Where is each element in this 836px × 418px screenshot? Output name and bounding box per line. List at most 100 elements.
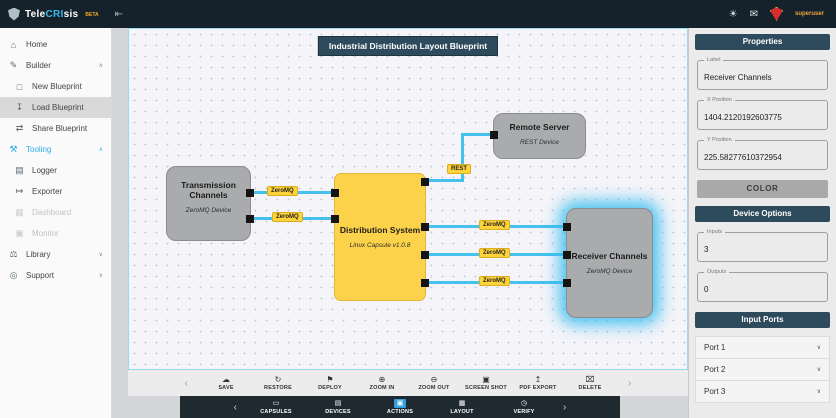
capsules-tab[interactable]: ▭ CAPSULES: [253, 399, 299, 415]
y-position-field[interactable]: Y Position: [697, 137, 828, 170]
link-label-zeromq: ZeroMQ: [479, 248, 510, 258]
sidebar-item-label: Home: [26, 40, 48, 49]
node-subtitle: Linux Capsule v1.0.8: [349, 242, 411, 249]
theme-toggle-icon[interactable]: ☀: [728, 8, 738, 20]
save-button[interactable]: ☁ SAVE: [204, 375, 248, 391]
sidebar: ⌂ Home ✎ Builder ∧ □ New Blueprint ↧ Loa…: [0, 28, 112, 418]
output-port[interactable]: [421, 223, 429, 231]
color-button[interactable]: COLOR: [697, 180, 828, 198]
sidebar-item-dashboard: ▦ Dashboard: [0, 202, 111, 223]
chevron-down-icon: ∨: [816, 345, 821, 351]
input-port[interactable]: [563, 279, 571, 287]
port-2-row[interactable]: Port 2 ∨: [695, 359, 830, 381]
y-position-input[interactable]: [704, 153, 821, 162]
outputs-input[interactable]: [704, 285, 821, 294]
diagram-canvas[interactable]: Industrial Distribution Layout Blueprint…: [128, 28, 688, 370]
devices-label: DEVICES: [325, 409, 351, 415]
layout-label: LAYOUT: [450, 409, 474, 415]
deploy-button[interactable]: ⚑ DEPLOY: [308, 375, 352, 391]
capsules-label: CAPSULES: [260, 409, 292, 415]
blueprint-title: Industrial Distribution Layout Blueprint: [317, 36, 499, 56]
properties-header: Properties: [695, 34, 830, 50]
sidebar-item-support[interactable]: ◎ Support ∨: [0, 265, 111, 286]
actions-icon: ▣: [393, 399, 407, 408]
beta-badge: BETA: [85, 11, 99, 18]
node-transmission-channels[interactable]: Transmission Channels ZeroMQ Device: [166, 166, 254, 241]
sidebar-item-new-blueprint[interactable]: □ New Blueprint: [0, 76, 111, 97]
node-distribution-system[interactable]: Distribution System Linux Capsule v1.0.8: [331, 173, 429, 301]
username-label: superuser: [794, 11, 824, 17]
layout-tab[interactable]: ▦ LAYOUT: [439, 399, 485, 415]
dashboard-icon: ▦: [15, 207, 24, 217]
sidebar-item-exporter[interactable]: ↦ Exporter: [0, 181, 111, 202]
sidebar-item-share-blueprint[interactable]: ⇄ Share Blueprint: [0, 118, 111, 139]
sidebar-item-label: Logger: [32, 166, 57, 175]
label-field[interactable]: Label: [697, 57, 828, 90]
canvas-toolbar: ‹ ☁ SAVE ↻ RESTORE ⚑ DEPLOY ⊕ ZOOM IN ⊖ …: [128, 370, 688, 396]
mode-next-icon[interactable]: ›: [563, 401, 567, 413]
zoom-out-button[interactable]: ⊖ ZOOM OUT: [412, 375, 456, 391]
output-port[interactable]: [246, 189, 254, 197]
mode-toolbar: ‹ ▭ CAPSULES ▤ DEVICES ▣ ACTIONS ▦ LAYOU…: [180, 396, 620, 418]
actions-tab[interactable]: ▣ ACTIONS: [377, 399, 423, 415]
library-icon: ⚖: [9, 249, 18, 259]
sidebar-item-label: Load Blueprint: [32, 103, 84, 112]
pdf-export-button[interactable]: ↥ PDF EXPORT: [516, 375, 560, 391]
link-label-zeromq: ZeroMQ: [479, 276, 510, 286]
x-position-legend: X Position: [704, 97, 735, 104]
output-port[interactable]: [421, 279, 429, 287]
input-port[interactable]: [331, 189, 339, 197]
user-avatar[interactable]: [769, 7, 783, 21]
inputs-field[interactable]: Inputs: [697, 229, 828, 262]
output-port[interactable]: [421, 178, 429, 186]
x-position-input[interactable]: [704, 113, 821, 122]
link-label-rest: REST: [447, 164, 472, 174]
chevron-down-icon: ∨: [816, 389, 821, 395]
input-port[interactable]: [563, 251, 571, 259]
verify-tab[interactable]: ◷ VERIFY: [501, 399, 547, 415]
layout-icon: ▦: [458, 400, 466, 407]
screenshot-button[interactable]: ▣ SCREEN SHOT: [464, 375, 508, 391]
collapse-sidebar-icon[interactable]: ⇤: [114, 8, 124, 20]
toolbar-prev-icon[interactable]: ‹: [184, 377, 188, 389]
mail-icon[interactable]: ✉: [749, 8, 758, 20]
load-blueprint-icon: ↧: [15, 102, 24, 112]
delete-button[interactable]: ⌧ DELETE: [568, 375, 612, 391]
inputs-legend: Inputs: [704, 229, 725, 236]
port-3-row[interactable]: Port 3 ∨: [695, 381, 830, 403]
inputs-input[interactable]: [704, 245, 821, 254]
support-icon: ◎: [9, 270, 18, 280]
devices-icon: ▤: [334, 400, 342, 407]
sidebar-item-builder[interactable]: ✎ Builder ∧: [0, 55, 111, 76]
zoom-out-label: ZOOM OUT: [418, 385, 450, 391]
output-port[interactable]: [246, 215, 254, 223]
outputs-field[interactable]: Outputs: [697, 269, 828, 302]
input-port[interactable]: [331, 215, 339, 223]
node-remote-server[interactable]: Remote Server REST Device: [490, 113, 586, 159]
properties-panel: Properties Label X Position Y Position C…: [688, 28, 836, 418]
sidebar-item-library[interactable]: ⚖ Library ∨: [0, 244, 111, 265]
label-input[interactable]: [704, 73, 821, 82]
save-label: SAVE: [218, 385, 234, 391]
toolbar-next-icon[interactable]: ›: [628, 377, 632, 389]
port-1-row[interactable]: Port 1 ∨: [695, 336, 830, 359]
screenshot-label: SCREEN SHOT: [465, 385, 507, 391]
devices-tab[interactable]: ▤ DEVICES: [315, 399, 361, 415]
output-port[interactable]: [421, 251, 429, 259]
sidebar-item-label: Monitor: [32, 229, 59, 238]
zoom-in-button[interactable]: ⊕ ZOOM IN: [360, 375, 404, 391]
restore-button[interactable]: ↻ RESTORE: [256, 375, 300, 391]
x-position-field[interactable]: X Position: [697, 97, 828, 130]
sidebar-item-home[interactable]: ⌂ Home: [0, 34, 111, 55]
sidebar-item-label: New Blueprint: [32, 82, 82, 91]
sidebar-item-logger[interactable]: ▤ Logger: [0, 160, 111, 181]
share-blueprint-icon: ⇄: [15, 123, 24, 133]
mode-prev-icon[interactable]: ‹: [233, 401, 237, 413]
sidebar-item-tooling[interactable]: ⚒ Tooling ∧: [0, 139, 111, 160]
node-receiver-channels[interactable]: Receiver Channels ZeroMQ Device: [563, 208, 653, 318]
input-port[interactable]: [563, 223, 571, 231]
brand-sis: sis: [63, 8, 79, 20]
input-port[interactable]: [490, 131, 498, 139]
sidebar-item-load-blueprint[interactable]: ↧ Load Blueprint: [0, 97, 111, 118]
